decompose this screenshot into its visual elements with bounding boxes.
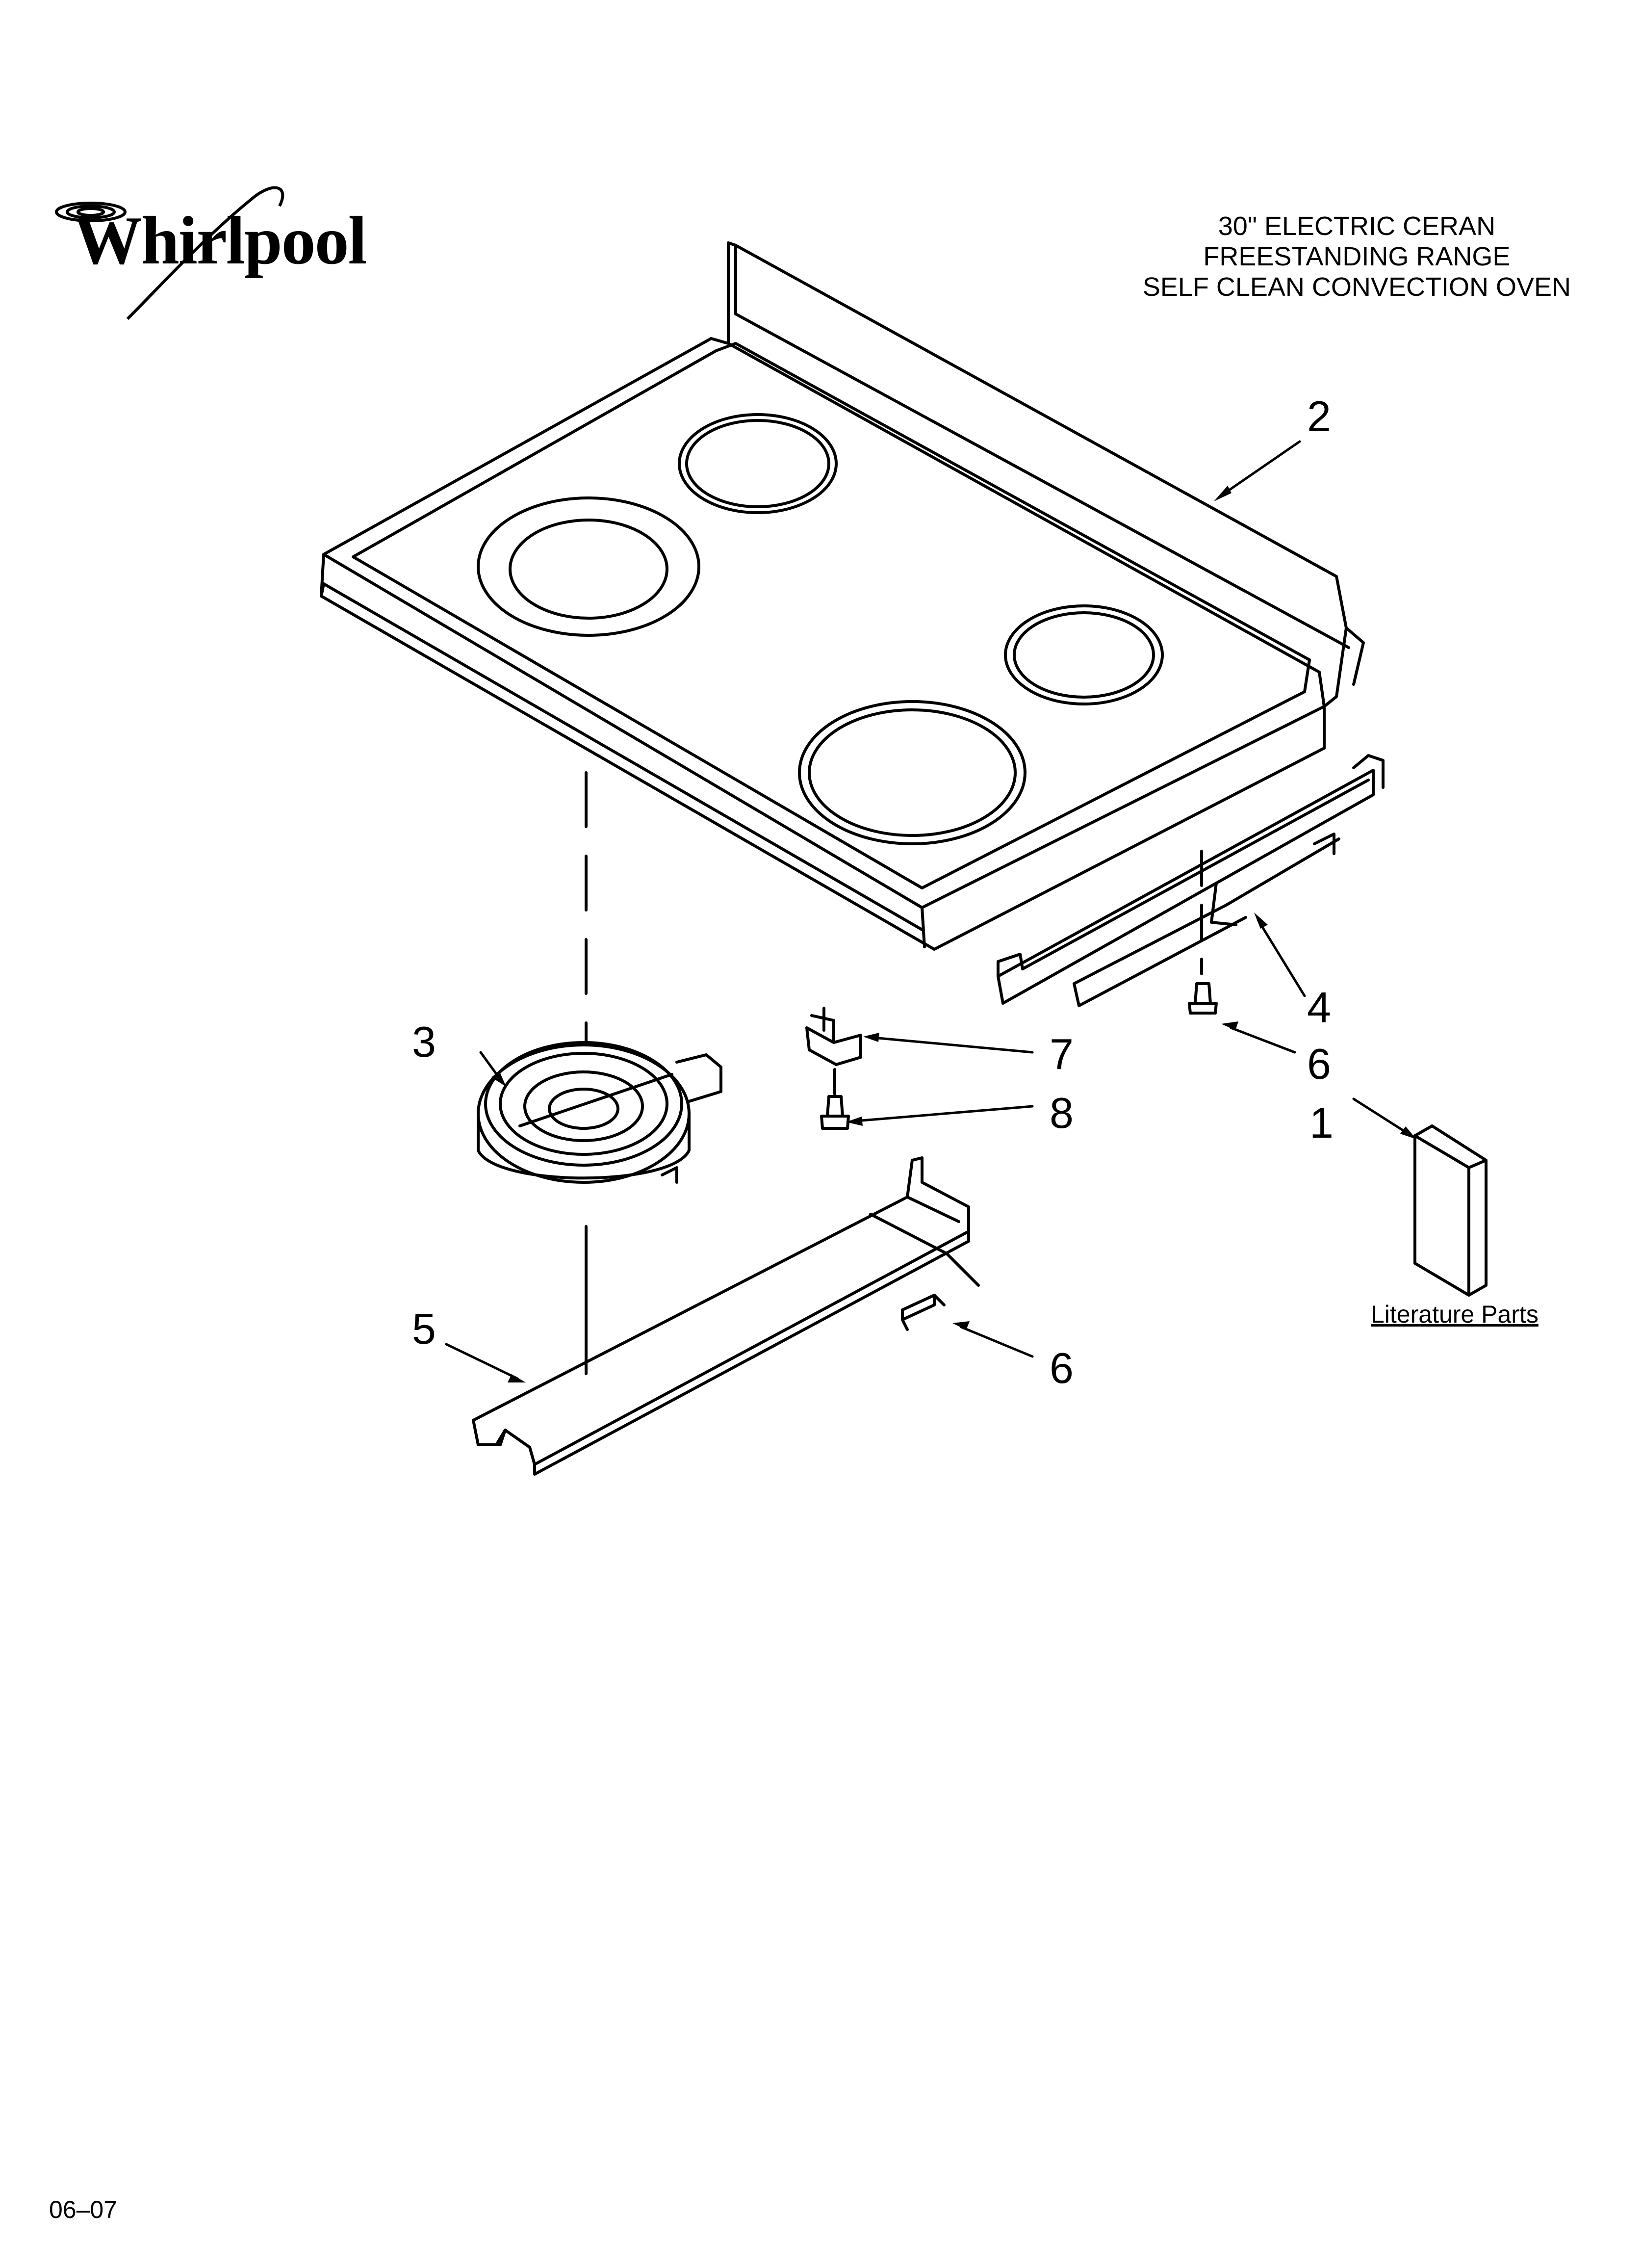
- callout-7: 7: [1050, 1030, 1074, 1078]
- arrowhead-8: [846, 1117, 863, 1126]
- burner-rear-left-inner: [685, 419, 830, 508]
- arrowhead-2: [1214, 486, 1232, 501]
- title-line-3: SELF CLEAN CONVECTION OVEN: [1142, 272, 1571, 302]
- cooktop-rear-edge: [710, 337, 730, 345]
- leader-arrows: [445, 440, 1409, 1380]
- burner-front-right-inner: [808, 708, 1017, 837]
- burner-front-left-inner: [509, 519, 668, 620]
- callout-6-lower: 6: [1050, 1344, 1074, 1392]
- screw-part-6-lower: [901, 1294, 946, 1331]
- callout-2: 2: [1307, 392, 1331, 441]
- callout-4: 4: [1307, 983, 1331, 1032]
- radiant-element-part-3: [477, 1041, 722, 1184]
- cooktop-inner-frame: [352, 342, 1311, 889]
- arrow-6-upper: [1230, 1026, 1296, 1054]
- screw-part-6-upper: [1188, 982, 1218, 1015]
- revision-date: 06–07: [49, 2196, 118, 2223]
- burner-front-left-outer: [477, 496, 700, 637]
- burner-rear-right-inner: [1013, 611, 1155, 699]
- arrow-2: [1220, 440, 1301, 497]
- literature-parts-label: Literature Parts: [1371, 1301, 1539, 1328]
- clip-part-7: [805, 1007, 862, 1066]
- arrow-6-lower: [960, 1326, 1034, 1358]
- logo-swirl-mid-icon: [66, 205, 116, 219]
- title-line-1: 30" ELECTRIC CERAN: [1218, 211, 1496, 241]
- arrowhead-6-upper: [1221, 1021, 1238, 1030]
- literature-part-1: [1413, 1124, 1488, 1297]
- burner-rear-right-outer: [1004, 604, 1164, 705]
- cooktop-front-lip: [320, 553, 1326, 951]
- title-line-2: FREESTANDING RANGE: [1203, 242, 1511, 271]
- logo-swirl-inner-icon: [77, 207, 105, 217]
- arrowhead-4: [1254, 912, 1268, 929]
- arrow-5: [445, 1343, 519, 1380]
- cooktop-glass-part-2: [320, 241, 1365, 951]
- screw-part-8: [820, 1095, 850, 1130]
- callout-8: 8: [1050, 1089, 1074, 1137]
- diagram-title: 30" ELECTRIC CERAN FREESTANDING RANGE SE…: [1143, 211, 1571, 302]
- callout-1: 1: [1309, 1098, 1334, 1147]
- whirlpool-wordmark: Whirlpool: [74, 203, 367, 279]
- arrowhead-7: [863, 1033, 879, 1042]
- burner-front-right-outer: [798, 700, 1026, 845]
- burner-rear-left-outer: [678, 413, 838, 514]
- support-bracket-part-5: [472, 1156, 980, 1476]
- arrowhead-3: [491, 1071, 506, 1087]
- arrowhead-6-lower: [952, 1321, 970, 1330]
- whirlpool-logo: [55, 186, 284, 320]
- logo-swirl-outer-icon: [55, 202, 127, 222]
- arrow-4: [1257, 918, 1306, 997]
- arrow-1: [1352, 1097, 1409, 1135]
- callout-5: 5: [412, 1304, 436, 1353]
- arrowhead-5: [508, 1374, 526, 1382]
- logo-swoosh-icon: [126, 186, 284, 320]
- rear-bracket-part-4: [997, 754, 1385, 1007]
- cooktop-outer-top: [322, 337, 1326, 909]
- arrowhead-1: [1400, 1126, 1416, 1139]
- cooktop-backguard-front: [727, 241, 1321, 674]
- callout-3: 3: [412, 1017, 436, 1066]
- cooktop-backguard-rear: [734, 244, 1350, 649]
- arrow-8: [854, 1105, 1034, 1122]
- callout-6-upper: 6: [1307, 1040, 1331, 1088]
- arrow-7: [872, 1036, 1034, 1054]
- arrow-heads: [491, 486, 1416, 1382]
